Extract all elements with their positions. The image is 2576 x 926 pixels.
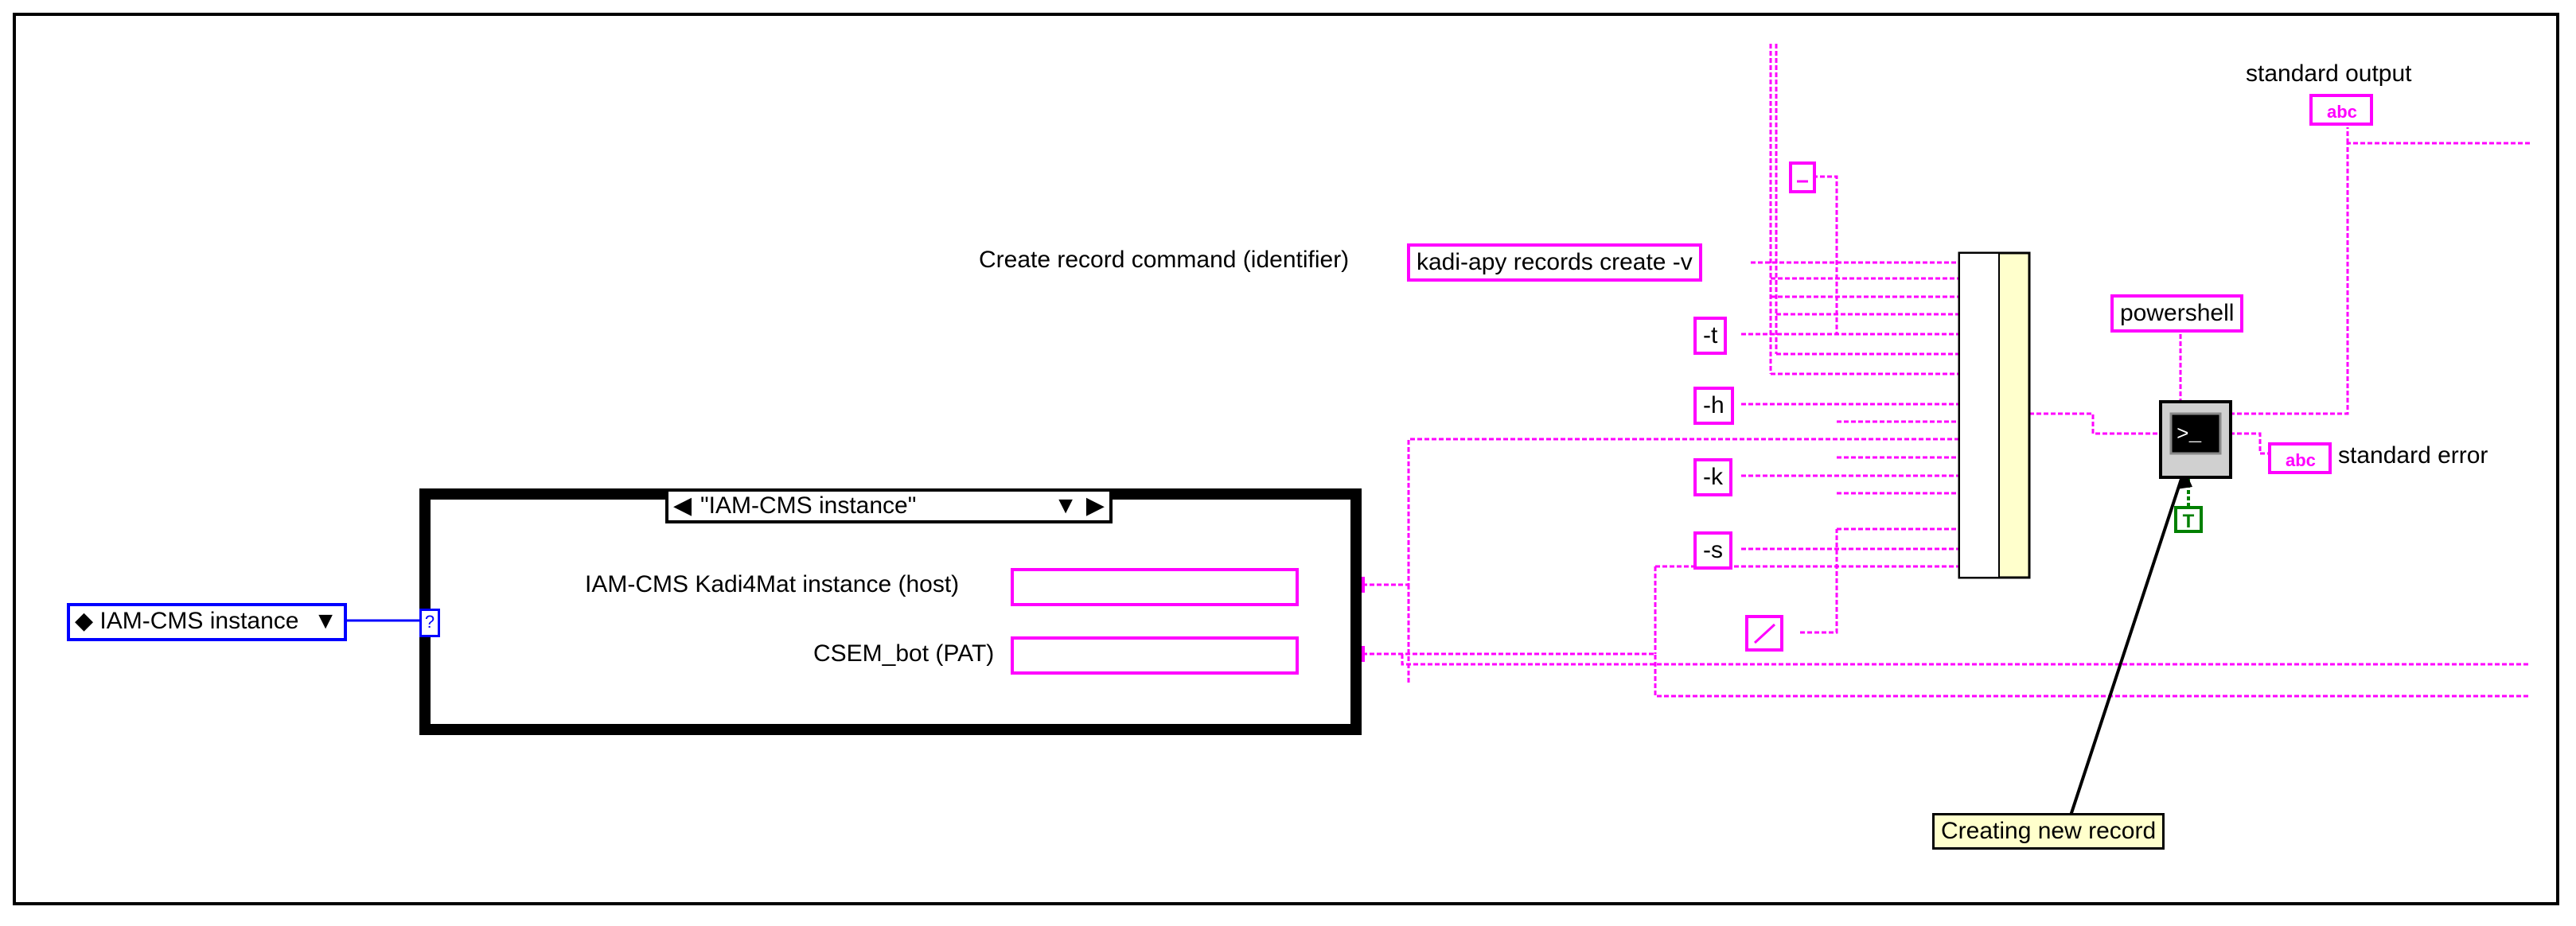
- wire: [1813, 175, 1959, 336]
- abc-glyph: abc: [2327, 102, 2357, 122]
- string-wires: [1362, 44, 2531, 698]
- abc-glyph: abc: [2286, 450, 2316, 470]
- comment-label: Creating new record: [1932, 813, 2165, 850]
- block-diagram-frame: [13, 13, 2559, 905]
- wire: [2029, 412, 2161, 435]
- instance-enum[interactable]: ◆ IAM-CMS instance ▼: [67, 603, 347, 641]
- svg-text:>_: >_: [2177, 422, 2202, 446]
- standard-error-label: standard error: [2338, 442, 2488, 469]
- standard-output-indicator[interactable]: abc: [2309, 94, 2373, 126]
- flag-s-constant[interactable]: -s: [1693, 531, 1732, 570]
- space-constant-icon[interactable]: [1789, 161, 1816, 193]
- wire: [2230, 142, 2531, 415]
- selector-terminal[interactable]: ?: [419, 609, 440, 637]
- bool-true-constant[interactable]: T: [2174, 506, 2203, 533]
- powershell-constant[interactable]: powershell: [2110, 294, 2244, 333]
- enum-arrows-icon: ◆: [75, 608, 94, 634]
- build-array-icon[interactable]: [1958, 251, 2031, 579]
- flag-h-constant[interactable]: -h: [1693, 387, 1734, 425]
- case-selector-label: "IAM-CMS instance": [700, 492, 917, 519]
- pat-control[interactable]: [1011, 636, 1299, 675]
- comment-arrow: [2069, 469, 2186, 816]
- standard-error-indicator[interactable]: abc: [2268, 442, 2332, 474]
- wire: [1362, 652, 2531, 698]
- host-label: IAM-CMS Kadi4Mat instance (host): [585, 571, 960, 597]
- command-constant[interactable]: kadi-apy records create -v: [1407, 243, 1702, 282]
- flag-k-constant[interactable]: -k: [1693, 458, 1732, 496]
- terminal-icon[interactable]: >_: [2159, 400, 2232, 479]
- concat-strings-icon[interactable]: [1745, 615, 1783, 652]
- flag-t-constant[interactable]: -t: [1693, 317, 1728, 355]
- selector-right-arrow[interactable]: ▶: [1085, 492, 1105, 519]
- chevron-down-icon[interactable]: ▼: [1054, 492, 1078, 519]
- comment-arrowhead: [2177, 469, 2192, 489]
- enum-label: IAM-CMS instance: [99, 608, 299, 634]
- wire: [2230, 432, 2268, 455]
- host-control[interactable]: [1011, 568, 1299, 606]
- command-label: Create record command (identifier): [979, 247, 1350, 273]
- wire: [1362, 438, 1959, 586]
- case-structure[interactable]: [419, 488, 1362, 735]
- standard-output-label: standard output: [2246, 60, 2412, 87]
- case-selector[interactable]: ◀ "IAM-CMS instance" ▼ ▶: [665, 488, 1113, 523]
- pat-label: CSEM_bot (PAT): [813, 640, 995, 667]
- chevron-down-icon[interactable]: ▼: [314, 608, 337, 634]
- selector-left-arrow[interactable]: ◀: [673, 492, 692, 519]
- wire: [1401, 654, 2531, 666]
- wire: [1800, 529, 1838, 634]
